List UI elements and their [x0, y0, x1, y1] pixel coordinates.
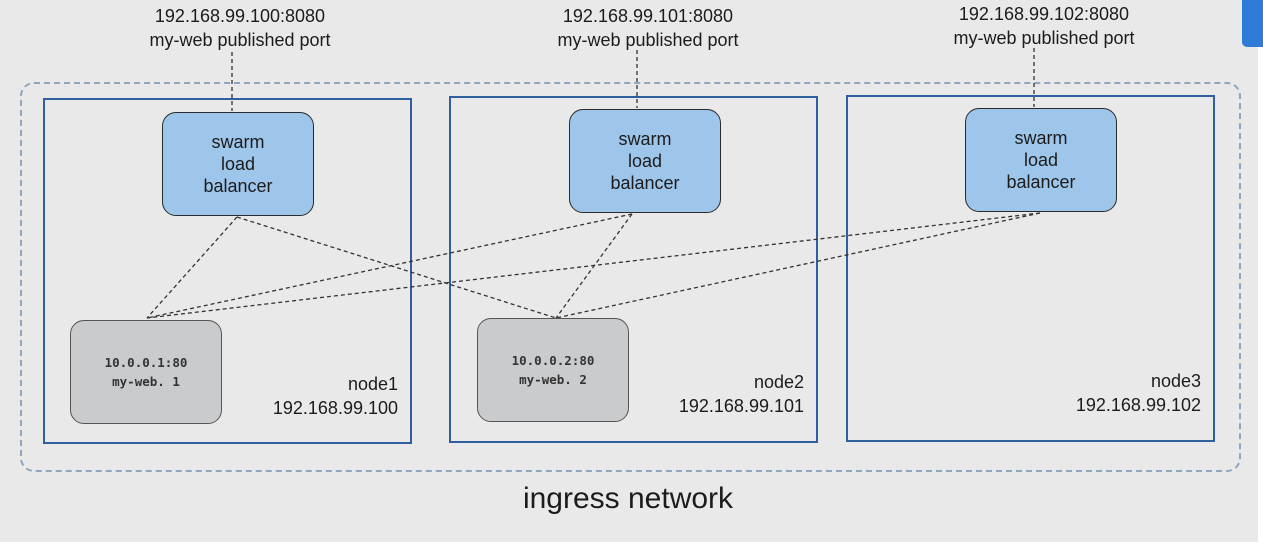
route-lb3-task2: [555, 212, 1041, 319]
lb-line: balancer: [1006, 172, 1076, 192]
route-lb3-task1: [146, 212, 1041, 319]
task-name: my-web. 2: [519, 372, 587, 387]
published-address: 192.168.99.100:8080: [154, 6, 326, 26]
lb-line: load: [1023, 150, 1059, 170]
published-address: 192.168.99.101:8080: [562, 6, 734, 26]
published-port-node1: 192.168.99.100:8080 my-web published por…: [100, 4, 380, 52]
node2-box: [449, 96, 818, 443]
right-edge: [1258, 0, 1263, 548]
lb-line: load: [627, 151, 663, 171]
node2-label: node2 192.168.99.101: [604, 370, 804, 418]
lb-line: swarm: [1014, 128, 1068, 148]
published-address: 192.168.99.102:8080: [958, 4, 1130, 24]
bottom-edge: [0, 542, 1263, 548]
node-name: node3: [1150, 371, 1201, 391]
published-caption: my-web published port: [953, 28, 1135, 48]
published-caption: my-web published port: [149, 30, 331, 50]
task-name: my-web. 1: [112, 374, 180, 389]
task-my-web-2: 10.0.0.2:80 my-web. 2: [477, 318, 629, 422]
published-port-node3: 192.168.99.102:8080 my-web published por…: [904, 2, 1184, 50]
node3-box: [846, 95, 1215, 442]
lb-line: load: [220, 154, 256, 174]
node-name: node1: [347, 374, 398, 394]
task-my-web-1: 10.0.0.1:80 my-web. 1: [70, 320, 222, 424]
node3-label: node3 192.168.99.102: [1001, 369, 1201, 417]
swarm-load-balancer-node3: swarm load balancer: [965, 108, 1117, 212]
swarm-load-balancer-node1: swarm load balancer: [162, 112, 314, 216]
task-address: 10.0.0.2:80: [511, 353, 595, 368]
node1-label: node1 192.168.99.100: [198, 372, 398, 420]
route-lb2-task1: [146, 213, 633, 319]
node-ip: 192.168.99.102: [1075, 395, 1201, 415]
corner-tab[interactable]: [1242, 0, 1263, 47]
route-lb1-task2: [236, 216, 557, 319]
published-port-node2: 192.168.99.101:8080 my-web published por…: [508, 4, 788, 52]
ingress-network-label: ingress network: [522, 482, 734, 515]
published-caption: my-web published port: [557, 30, 739, 50]
task-address: 10.0.0.1:80: [104, 355, 188, 370]
node1-box: [43, 98, 412, 444]
lb-line: swarm: [618, 129, 672, 149]
lb-line: swarm: [211, 132, 265, 152]
lb-line: balancer: [610, 173, 680, 193]
node-ip: 192.168.99.101: [678, 396, 804, 416]
swarm-load-balancer-node2: swarm load balancer: [569, 109, 721, 213]
node-name: node2: [753, 372, 804, 392]
node-ip: 192.168.99.100: [272, 398, 398, 418]
ingress-network-boundary: [20, 82, 1241, 472]
lb-line: balancer: [203, 176, 273, 196]
route-lb1-task1: [146, 216, 238, 319]
